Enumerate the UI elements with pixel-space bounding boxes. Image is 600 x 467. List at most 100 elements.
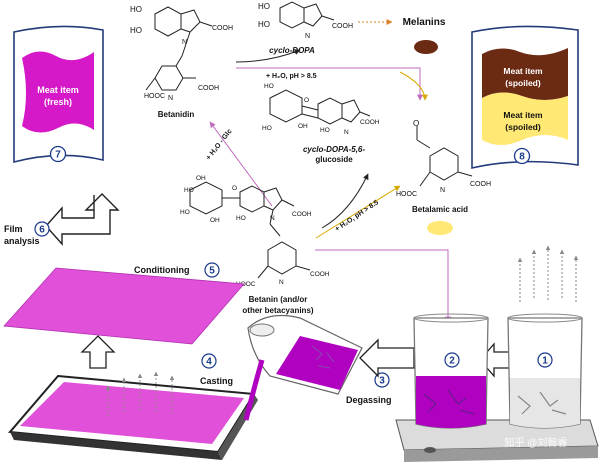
svg-text:O: O bbox=[232, 185, 237, 192]
yellow-arrow bbox=[399, 71, 428, 101]
betalamic-acid-label: Betalamic acid bbox=[412, 205, 468, 214]
betalamic-acid-structure bbox=[416, 126, 473, 187]
step-8-badge bbox=[513, 147, 531, 165]
svg-text:HO: HO bbox=[320, 127, 330, 134]
glucoside-structure bbox=[269, 89, 371, 125]
step-1-badge bbox=[537, 352, 553, 368]
degassing-arrow bbox=[359, 338, 415, 378]
conditioning-film bbox=[3, 267, 245, 345]
svg-text:COOH: COOH bbox=[470, 181, 491, 188]
fresh-meat-label: Meat item bbox=[37, 85, 79, 95]
to-glucoside-arrow bbox=[321, 173, 369, 229]
film-analysis-arrow bbox=[45, 193, 120, 246]
svg-text:HO: HO bbox=[180, 209, 190, 216]
hydrolysis-top-label: + H₂O, pH > 8.5 bbox=[266, 73, 317, 80]
casting-vapor bbox=[105, 371, 175, 416]
fresh-meat-state: (fresh) bbox=[44, 97, 72, 107]
step-7-badge bbox=[49, 145, 67, 163]
svg-text:COOH: COOH bbox=[360, 119, 380, 126]
svg-text:N: N bbox=[168, 95, 173, 102]
betanin-label-line2: other betacyanins) bbox=[242, 306, 313, 315]
spoiled-brown-label: Meat item bbox=[503, 66, 543, 76]
beaker-2 bbox=[413, 313, 489, 429]
svg-text:COOH: COOH bbox=[332, 23, 353, 30]
svg-text:N: N bbox=[344, 129, 349, 136]
deglycosylation-arrow bbox=[209, 121, 273, 207]
spoiled-yellow-state: (spoiled) bbox=[505, 122, 541, 132]
svg-text:OH: OH bbox=[210, 217, 220, 224]
cyclo-dopa-label: cyclo-DOPA bbox=[269, 46, 315, 55]
svg-text:O: O bbox=[304, 97, 309, 104]
svg-text:HO: HO bbox=[258, 2, 270, 11]
heating-vapor bbox=[517, 245, 579, 302]
spoiled-meat-frame: Meat item (spoiled) Meat item (spoiled) … bbox=[471, 25, 579, 170]
spoiled-meat-yellow bbox=[482, 92, 568, 145]
watermark: 知乎 @刘智睿 bbox=[505, 436, 568, 449]
step-2-badge bbox=[444, 352, 460, 368]
step-6-number: 6 bbox=[39, 225, 45, 236]
svg-text:HOOC: HOOC bbox=[144, 93, 165, 100]
svg-text:N: N bbox=[279, 279, 284, 286]
svg-text:OH: OH bbox=[298, 123, 308, 130]
svg-text:N: N bbox=[440, 187, 445, 194]
betanin-to-betalamic-arrow bbox=[315, 185, 401, 239]
step-4-number: 4 bbox=[206, 357, 212, 368]
cyclo-dopa-structure bbox=[279, 1, 335, 29]
film-analysis-label-1: Film bbox=[4, 224, 23, 234]
step-3-number: 3 bbox=[379, 376, 385, 387]
svg-text:HO: HO bbox=[258, 20, 270, 29]
degassing-label: Degassing bbox=[346, 395, 392, 405]
svg-text:HO: HO bbox=[264, 83, 274, 90]
svg-text:HOOC: HOOC bbox=[236, 281, 256, 288]
betalamic-blob bbox=[427, 221, 453, 235]
beaker-1 bbox=[507, 313, 583, 429]
svg-text:HO: HO bbox=[184, 187, 194, 194]
svg-text:HO: HO bbox=[130, 5, 142, 14]
pouring-beaker bbox=[243, 315, 363, 421]
step-1-number: 1 bbox=[542, 356, 548, 367]
spoiled-brown-state: (spoiled) bbox=[505, 78, 541, 88]
svg-text:O: O bbox=[413, 119, 419, 128]
step-4-badge bbox=[201, 353, 217, 369]
svg-text:COOH: COOH bbox=[198, 85, 219, 92]
melanins-label: Melanins bbox=[403, 17, 446, 28]
casting-to-conditioning-arrow bbox=[80, 335, 116, 369]
betanidin-structure bbox=[145, 6, 213, 91]
glucoside-label-line2: glucoside bbox=[315, 155, 353, 164]
step-5-number: 5 bbox=[209, 266, 215, 277]
conditioning-label: Conditioning bbox=[134, 265, 189, 275]
pigment-to-beaker-arrow bbox=[315, 249, 451, 323]
film-analysis-label-2: analysis bbox=[4, 236, 40, 246]
svg-text:N: N bbox=[182, 39, 187, 46]
svg-text:OH: OH bbox=[196, 175, 206, 182]
svg-text:HO: HO bbox=[236, 215, 246, 222]
betanidin-label: Betanidin bbox=[158, 110, 195, 119]
casting-label: Casting bbox=[200, 376, 233, 386]
spoiled-yellow-label: Meat item bbox=[503, 110, 543, 120]
hydrolysis-bottom-label: + H₂O, pH > 8.5 bbox=[334, 199, 380, 233]
svg-text:N: N bbox=[270, 215, 275, 222]
step-7-number: 7 bbox=[55, 150, 61, 161]
glucoside-label-line1: cyclo-DOPA-5,6- bbox=[303, 145, 365, 154]
melanin-blob bbox=[414, 40, 438, 54]
step-2-number: 2 bbox=[449, 356, 455, 367]
betanin-structure bbox=[189, 181, 311, 279]
svg-text:COOH: COOH bbox=[310, 271, 330, 278]
deglycosylation-label: + H₂O - Glc bbox=[205, 128, 233, 162]
step-5-badge bbox=[204, 262, 220, 278]
svg-text:COOH: COOH bbox=[212, 25, 233, 32]
to-betalamic-arrow bbox=[236, 67, 423, 101]
svg-text:N: N bbox=[305, 33, 310, 40]
svg-text:HO: HO bbox=[262, 125, 272, 132]
svg-text:HO: HO bbox=[130, 26, 142, 35]
casting-tray bbox=[7, 374, 258, 460]
to-cyclo-dopa-arrow bbox=[235, 49, 301, 63]
fresh-meat-item bbox=[22, 51, 94, 133]
betanin-label-line1: Betanin (and/or bbox=[249, 295, 308, 304]
fresh-meat-frame: Meat item (fresh) 7 bbox=[13, 25, 104, 164]
svg-text:HOOC: HOOC bbox=[396, 191, 417, 198]
step-6-badge bbox=[34, 221, 50, 237]
step-8-number: 8 bbox=[519, 152, 525, 163]
spoiled-meat-brown bbox=[482, 48, 568, 100]
